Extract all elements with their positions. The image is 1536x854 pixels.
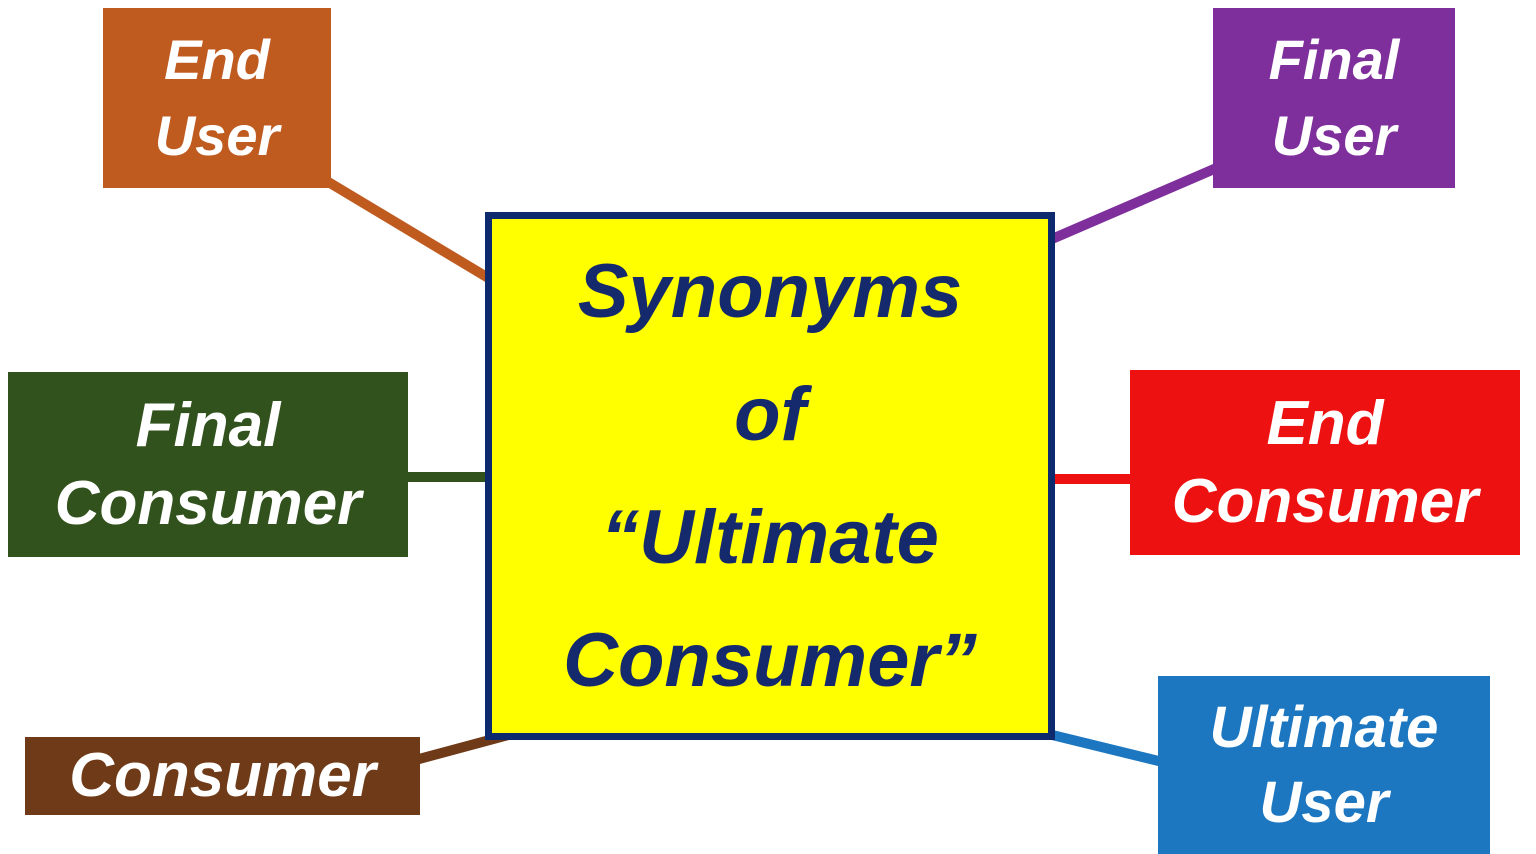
node-end-user: End User [103, 8, 331, 188]
node-end-consumer: End Consumer [1130, 370, 1520, 555]
connector-final-user [1043, 155, 1237, 247]
node-ultimate-user: Ultimate User [1158, 676, 1490, 854]
node-final-consumer: Final Consumer [8, 372, 408, 557]
center-title-node: Synonyms of “Ultimate Consumer” [485, 212, 1055, 740]
connector-end-user [297, 160, 503, 290]
node-final-user: Final User [1213, 8, 1455, 188]
node-consumer: Consumer [25, 737, 420, 815]
connector-ultimate-user [1038, 727, 1177, 770]
